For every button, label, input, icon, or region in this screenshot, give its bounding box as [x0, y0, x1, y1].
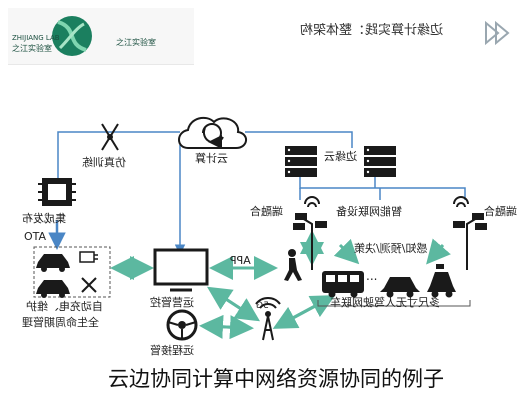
- header-title-block: 边缘计算实践：整体架构: [292, 18, 518, 48]
- caption-text: 云边协同计算中网络资源协同的例子: [108, 367, 444, 391]
- remote-label: 远程接管: [150, 344, 194, 357]
- ops-label: 运营管控: [150, 296, 194, 309]
- logo-banner: ZHIJIANG LAB 之江实验室 之江实验室: [8, 8, 194, 65]
- streetlight-icon-right: [453, 196, 487, 270]
- sim-training-label: 仿真训练: [82, 156, 126, 169]
- chip-icon: [38, 178, 76, 206]
- pedestrian-icon: [284, 249, 302, 281]
- line-sim-cloud: [57, 131, 180, 178]
- zhijiang-logo-icon: [52, 16, 92, 56]
- logo-text: ZHIJIANG LAB: [12, 34, 60, 42]
- perception-label: 感知/预测/决策: [354, 242, 428, 255]
- car-icon: [36, 254, 70, 298]
- ellipsis-label: ...: [366, 269, 378, 283]
- wrench-icon: [81, 277, 97, 293]
- cloud-label: 云计算: [195, 152, 228, 165]
- multimodal-vehicle-label: 多尺寸无人驾驶网联车: [330, 296, 440, 309]
- steering-wheel-icon: [166, 309, 198, 341]
- vehicle-panel: [33, 246, 111, 298]
- connector-lines: [57, 131, 466, 255]
- bus-icon: [322, 271, 364, 298]
- edge-cloud-label: 边缘云: [324, 150, 357, 163]
- terminal-right-label: 端融合: [484, 205, 517, 218]
- header-triangle-icon: [485, 20, 510, 46]
- streetlight-icon-left: [293, 196, 327, 270]
- deploy-label: 集成发布: [22, 212, 66, 225]
- server-icon-left: [285, 146, 317, 177]
- ota-label: OTA: [24, 230, 47, 243]
- vehicle-group-bracket: [317, 300, 471, 307]
- lifecycle-label-1: 自动充电、维护: [26, 300, 103, 313]
- line-edge-bus: [299, 175, 466, 200]
- network-device-label: 智能网联设备: [336, 205, 402, 218]
- logo-text-cn: 之江实验室: [12, 44, 52, 53]
- logo-text-cn-right: 之江实验室: [116, 38, 156, 47]
- 5g-tower-icon: [255, 297, 281, 341]
- taxi-icon: [427, 264, 456, 298]
- green-arrows: [110, 230, 451, 340]
- terminal-left-label: 端融合: [250, 205, 283, 218]
- lifecycle-label-2: 全生命周期管理: [22, 316, 99, 329]
- cloud-icon: [178, 116, 247, 149]
- app-label: APP: [230, 254, 251, 267]
- caption-band: 云边协同计算中网络资源协同的例子: [0, 358, 532, 400]
- car-icon-right: [380, 277, 420, 298]
- charging-icon: [79, 251, 98, 263]
- line-cloud-edge: [245, 131, 353, 148]
- tools-icon: [101, 123, 119, 151]
- monitor-icon: [153, 248, 209, 292]
- server-icon-right: [364, 146, 396, 177]
- 5g-label: 5G: [256, 301, 269, 311]
